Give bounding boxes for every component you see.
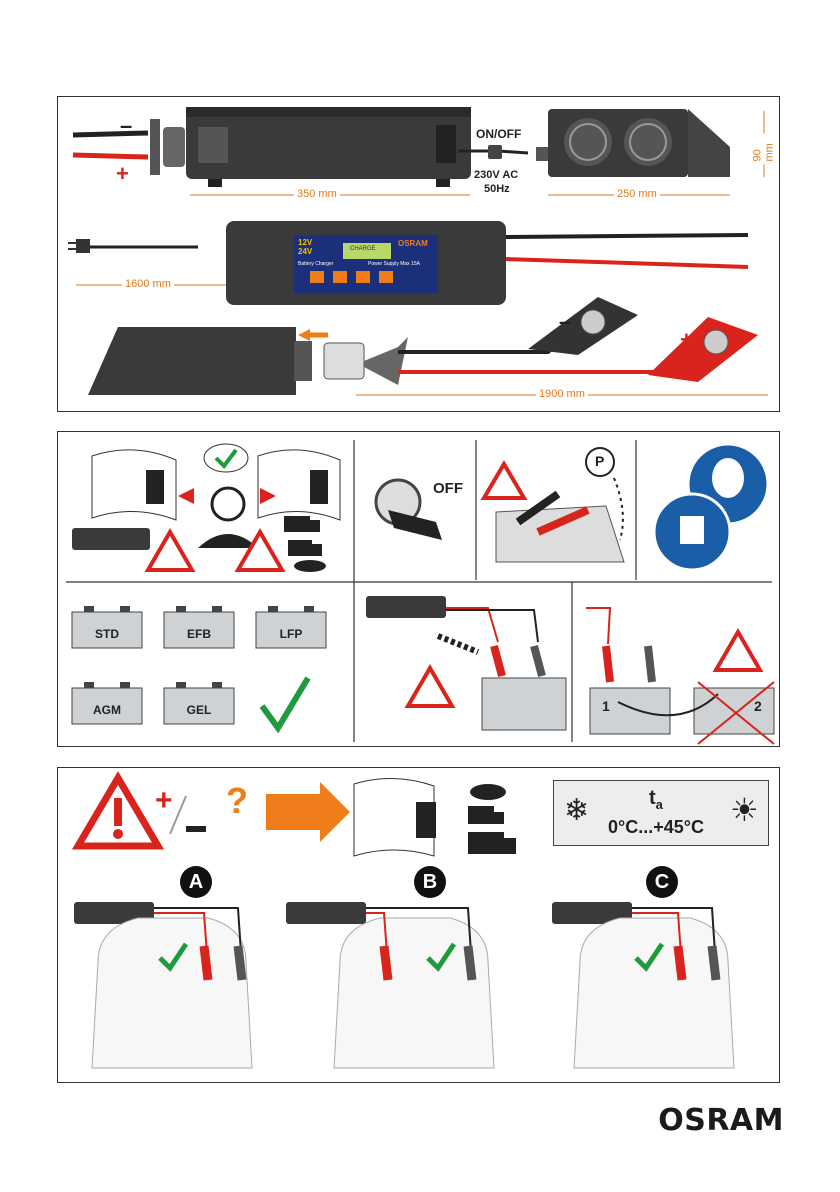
clamp-cable-dimension: 1900 mm xyxy=(536,388,588,400)
screen-12v: 12V xyxy=(298,238,312,247)
battery-type-std: STD xyxy=(72,627,142,641)
polarity-question: ? xyxy=(226,780,248,822)
power-voltage-label: 230V AC xyxy=(474,169,518,181)
product-overview-panel: – + ON/OFF 230V AC 50Hz 350 mm 250 mm 90… xyxy=(57,96,780,412)
battery-number-1: 1 xyxy=(602,698,610,714)
battery-number-2: 2 xyxy=(754,698,762,714)
key-off-label: OFF xyxy=(433,480,463,497)
screen-charger-label: Battery Charger xyxy=(298,261,333,267)
charger-dimensions-illustration xyxy=(58,97,781,413)
screen-brand: OSRAM xyxy=(398,239,428,248)
scenario-a-badge: A xyxy=(180,866,212,898)
snowflake-icon: ❄ xyxy=(564,793,589,828)
temperature-range-box: ❄ ☀ ta 0°C...+45°C xyxy=(553,780,769,846)
minus-sign: – xyxy=(120,113,132,139)
brand-logo: OSRAM xyxy=(658,1103,784,1138)
plus-sign: + xyxy=(116,161,129,187)
battery-type-gel: GEL xyxy=(164,703,234,717)
battery-type-lfp: LFP xyxy=(256,627,326,641)
battery-type-efb: EFB xyxy=(164,627,234,641)
cable-length-dimension: 1600 mm xyxy=(122,278,174,290)
on-off-label: ON/OFF xyxy=(476,127,521,141)
screen-supply-label: Power Supply Max 15A xyxy=(368,261,420,267)
scenario-c-badge: C xyxy=(646,866,678,898)
scenario-b-badge: B xyxy=(414,866,446,898)
screen-24v: 24V xyxy=(298,247,312,256)
clamp-plus-sign: + xyxy=(680,327,693,353)
depth-dimension: 250 mm xyxy=(614,188,660,200)
sun-icon: ☀ xyxy=(730,791,759,829)
height-dimension: 90 mm xyxy=(752,134,776,165)
battery-type-agm: AGM xyxy=(72,703,142,717)
scenarios xyxy=(74,902,734,1068)
temperature-range: 0°C...+45°C xyxy=(608,817,704,838)
polarity-plus: + xyxy=(155,784,173,818)
power-frequency-label: 50Hz xyxy=(484,183,510,195)
parking-brake-label: P xyxy=(595,453,604,469)
safety-instructions-panel: OFF P STD EFB LFP AGM GEL 1 2 xyxy=(57,431,780,747)
length-dimension: 350 mm xyxy=(294,188,340,200)
safety-illustrations xyxy=(58,432,781,748)
temperature-symbol: ta xyxy=(649,787,663,812)
clamp-minus-sign: – xyxy=(559,309,571,335)
screen-display: CHARGE xyxy=(350,246,376,252)
